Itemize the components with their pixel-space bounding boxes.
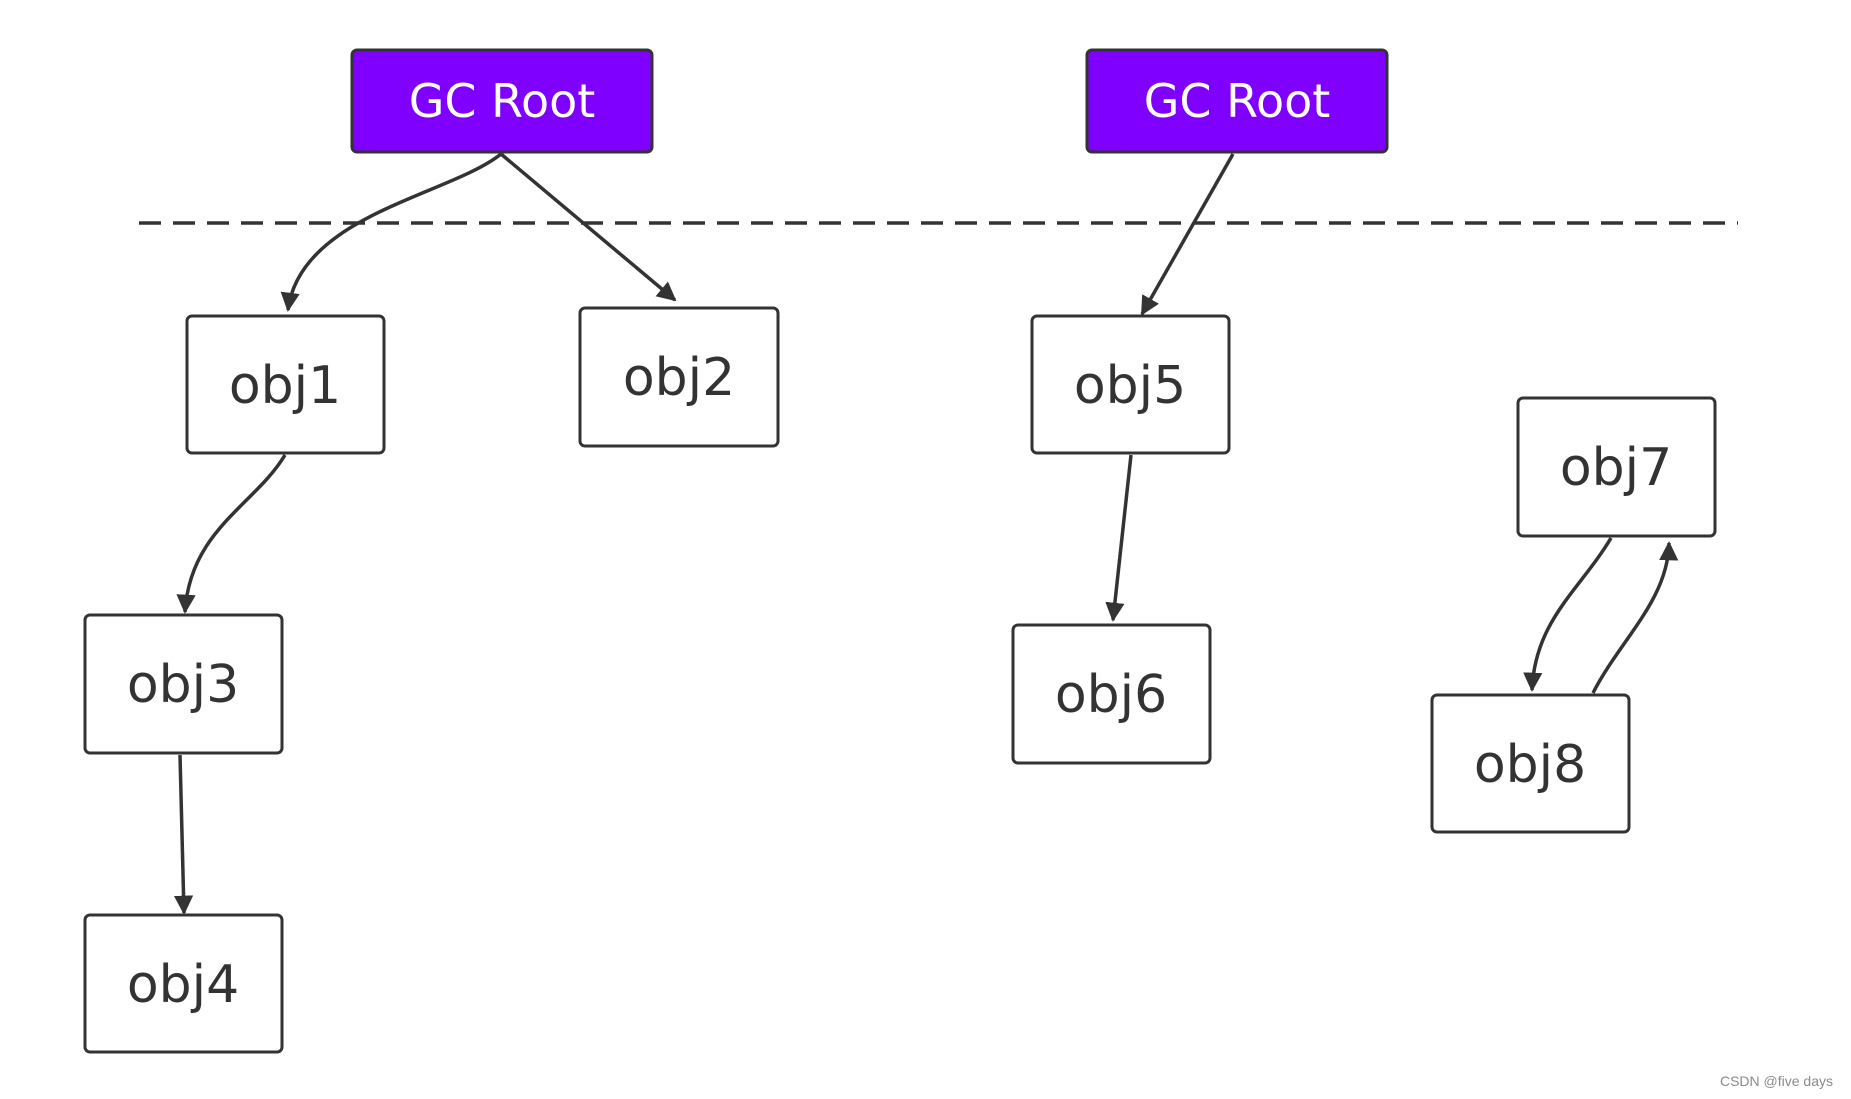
object-node-obj6: obj6 (1011, 623, 1212, 765)
object-label: obj7 (1560, 438, 1672, 498)
object-label: obj8 (1474, 735, 1586, 795)
gc-root-node: GC Root (350, 48, 654, 154)
object-label: obj2 (623, 348, 735, 408)
edges (173, 152, 1679, 915)
edge-root-a-obj2 (499, 152, 677, 302)
edge-obj5-obj6 (1105, 454, 1133, 622)
edge-obj8-obj7 (1591, 541, 1679, 694)
gc-root-label: GC Root (409, 74, 596, 128)
edge-obj3-obj4 (173, 754, 194, 915)
object-node-obj2: obj2 (578, 306, 780, 448)
object-node-obj5: obj5 (1030, 314, 1231, 455)
object-label: obj3 (127, 655, 239, 715)
object-node-obj4: obj4 (83, 913, 284, 1054)
object-node-obj3: obj3 (83, 613, 284, 755)
edge-obj7-obj8 (1523, 537, 1613, 692)
gc-root-node: GC Root (1085, 48, 1389, 154)
object-label: obj4 (127, 955, 239, 1015)
gc-root-label: GC Root (1144, 74, 1331, 128)
object-node-obj8: obj8 (1430, 693, 1631, 834)
edge-root-b-obj5 (1140, 153, 1235, 316)
object-label: obj1 (229, 356, 341, 416)
object-node-obj1: obj1 (185, 314, 386, 455)
object-label: obj5 (1074, 356, 1186, 416)
watermark-text: CSDN @five days (1719, 1073, 1833, 1089)
object-label: obj6 (1055, 665, 1167, 725)
edge-obj1-obj3 (176, 454, 287, 614)
object-node-obj7: obj7 (1516, 396, 1717, 538)
edge-root-a-obj1 (280, 152, 503, 312)
